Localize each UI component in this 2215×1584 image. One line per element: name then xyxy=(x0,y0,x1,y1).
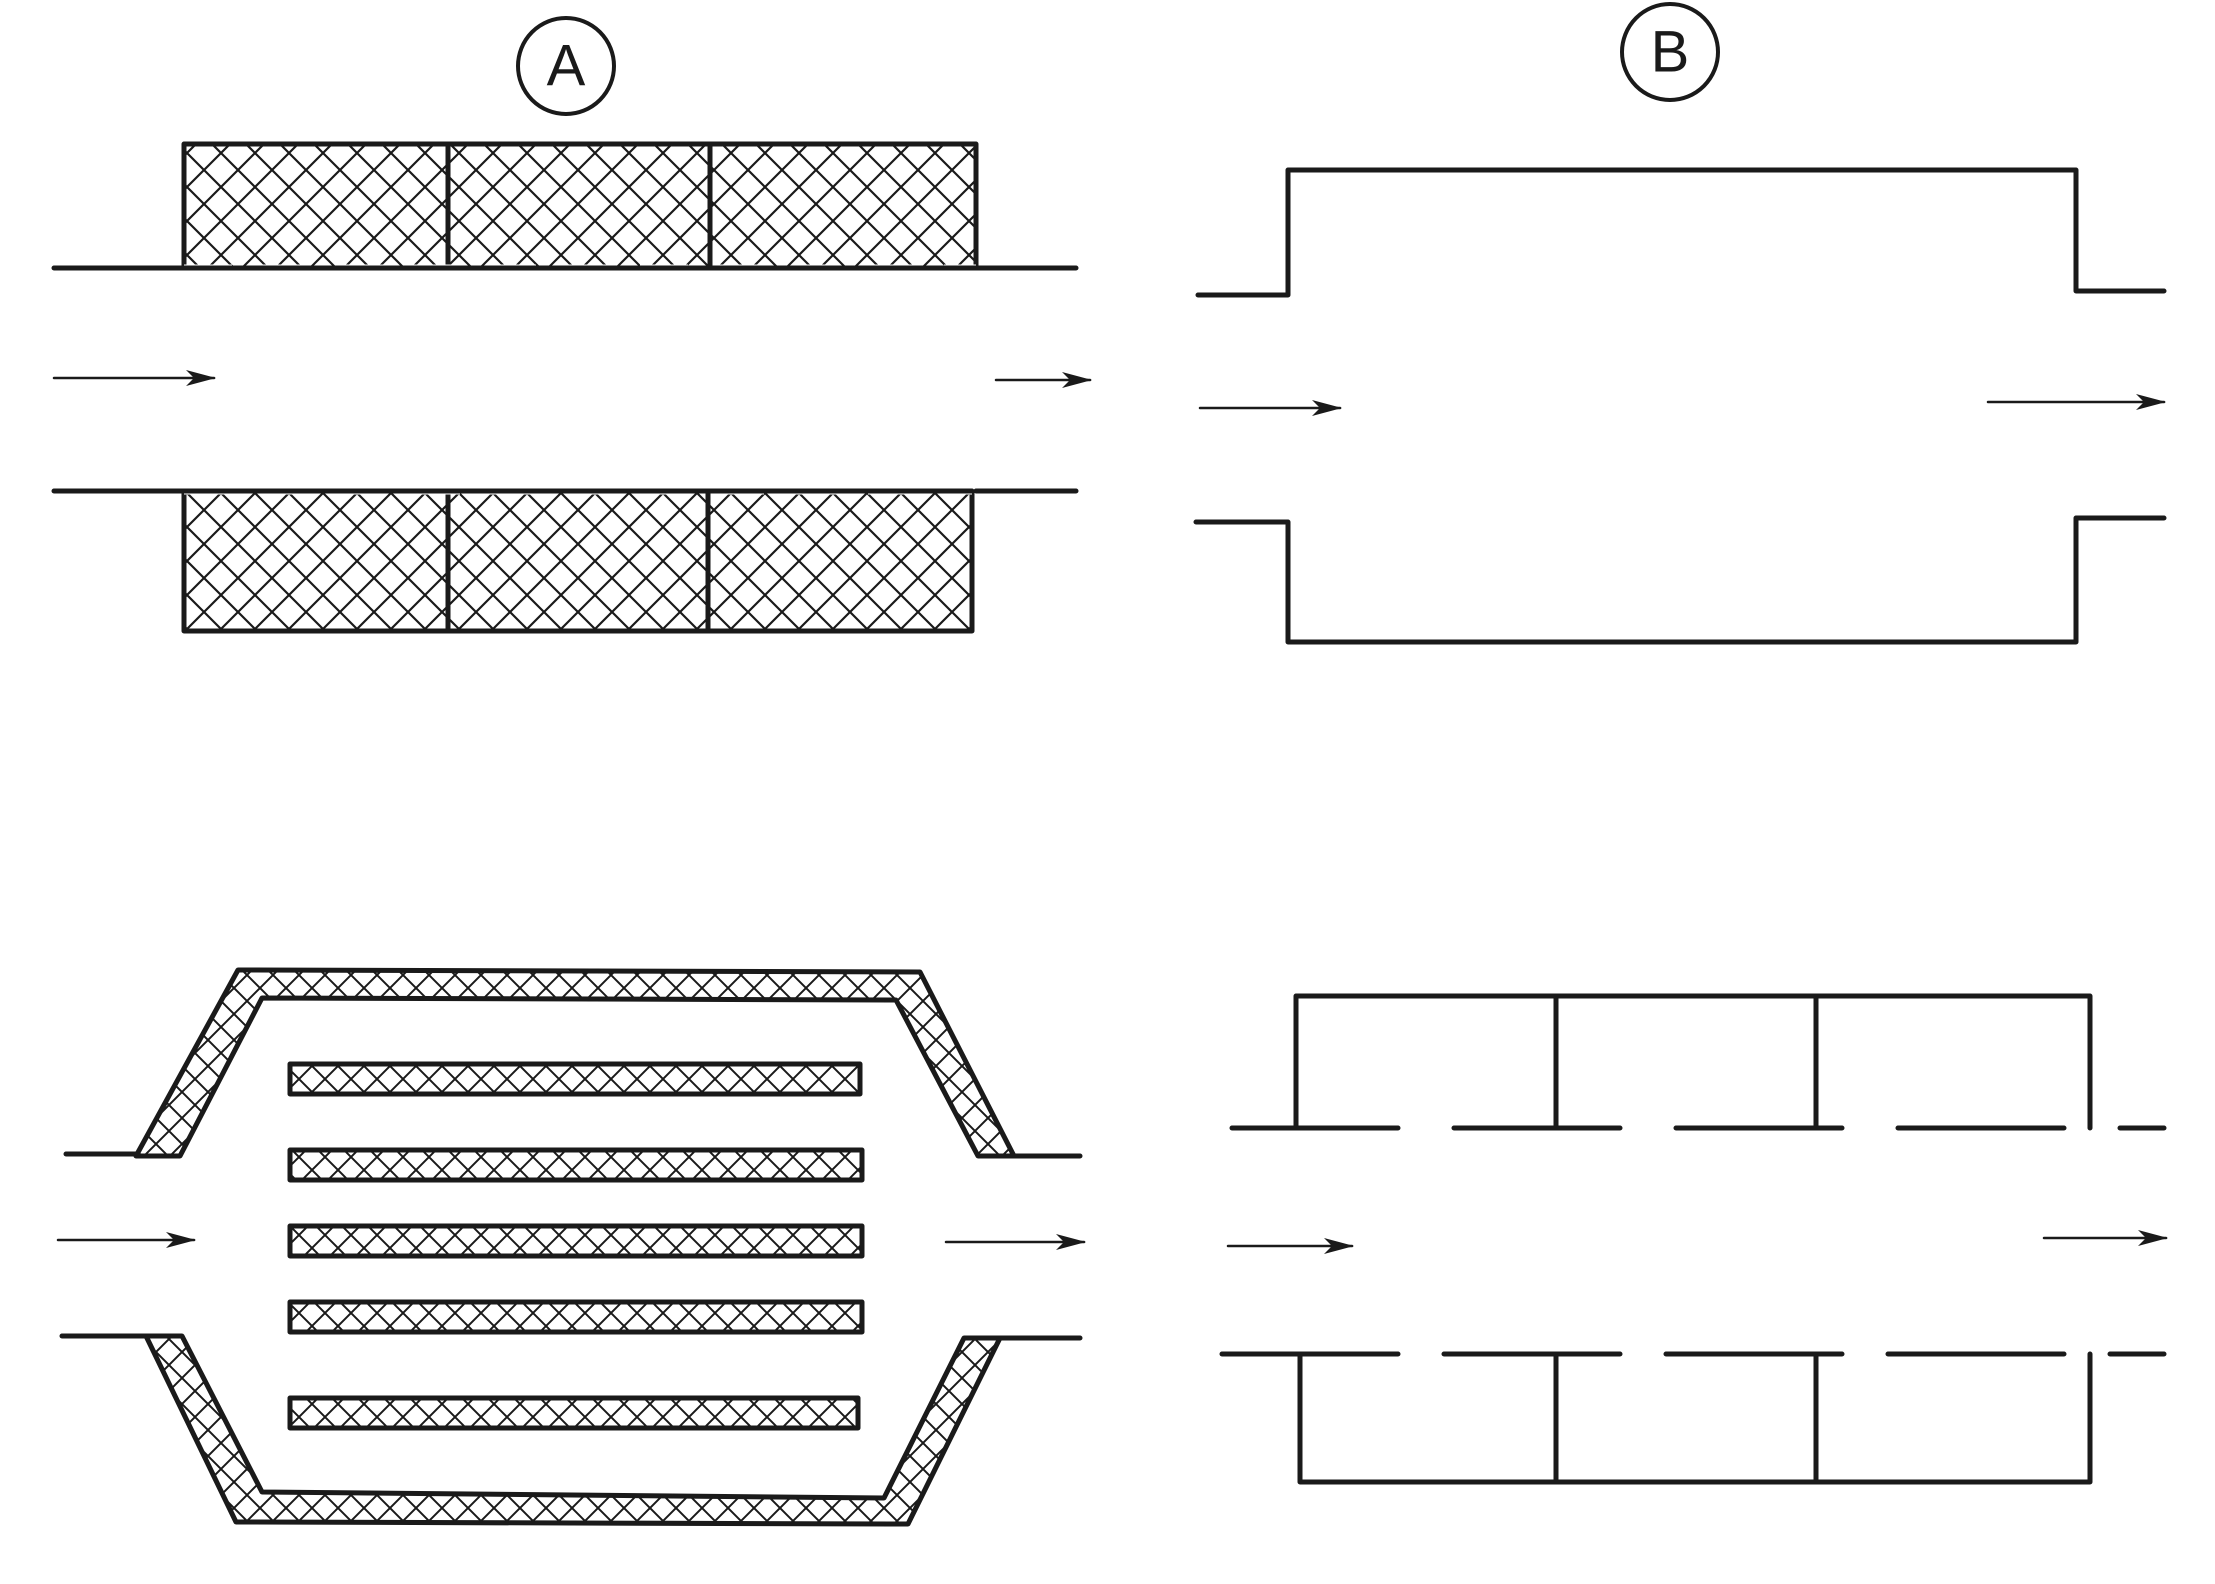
label-ring-b xyxy=(1620,2,1720,102)
absorptive-baffle-muffler xyxy=(56,967,1086,1527)
packing-chamber-top-2 xyxy=(445,141,713,271)
label-ring-a xyxy=(516,16,616,116)
absorptive-muffler-straight xyxy=(51,141,1092,634)
casing-lower-liner xyxy=(143,1333,1003,1527)
packing-chamber-bottom-1 xyxy=(181,488,451,634)
resonator-lower-shell xyxy=(1297,1351,2093,1485)
resonator-upper-shell xyxy=(1293,993,2093,1131)
packing-chamber-top-3 xyxy=(707,141,979,271)
multi-chamber-resonator xyxy=(1219,993,2168,1485)
packing-chamber-bottom-2 xyxy=(445,488,711,634)
absorbing-baffle-3 xyxy=(287,1223,865,1259)
absorbing-baffle-1 xyxy=(287,1061,863,1097)
absorbing-baffle-5 xyxy=(287,1395,861,1431)
absorbing-baffle-4 xyxy=(287,1299,865,1335)
packing-chamber-bottom-3 xyxy=(705,488,975,634)
panel-label-a: A xyxy=(516,16,616,116)
label-b-text: B xyxy=(1651,20,1690,85)
absorbing-baffle-2 xyxy=(287,1147,865,1183)
panel-label-b: B xyxy=(1620,2,1720,102)
label-a-text: A xyxy=(547,34,586,99)
expansion-chamber-bottom-wall xyxy=(1193,515,2167,645)
expansion-chamber xyxy=(1193,167,2167,645)
packing-chamber-top-1 xyxy=(181,141,451,271)
expansion-chamber-top-wall xyxy=(1195,167,2167,298)
casing-upper-liner xyxy=(133,967,1017,1159)
